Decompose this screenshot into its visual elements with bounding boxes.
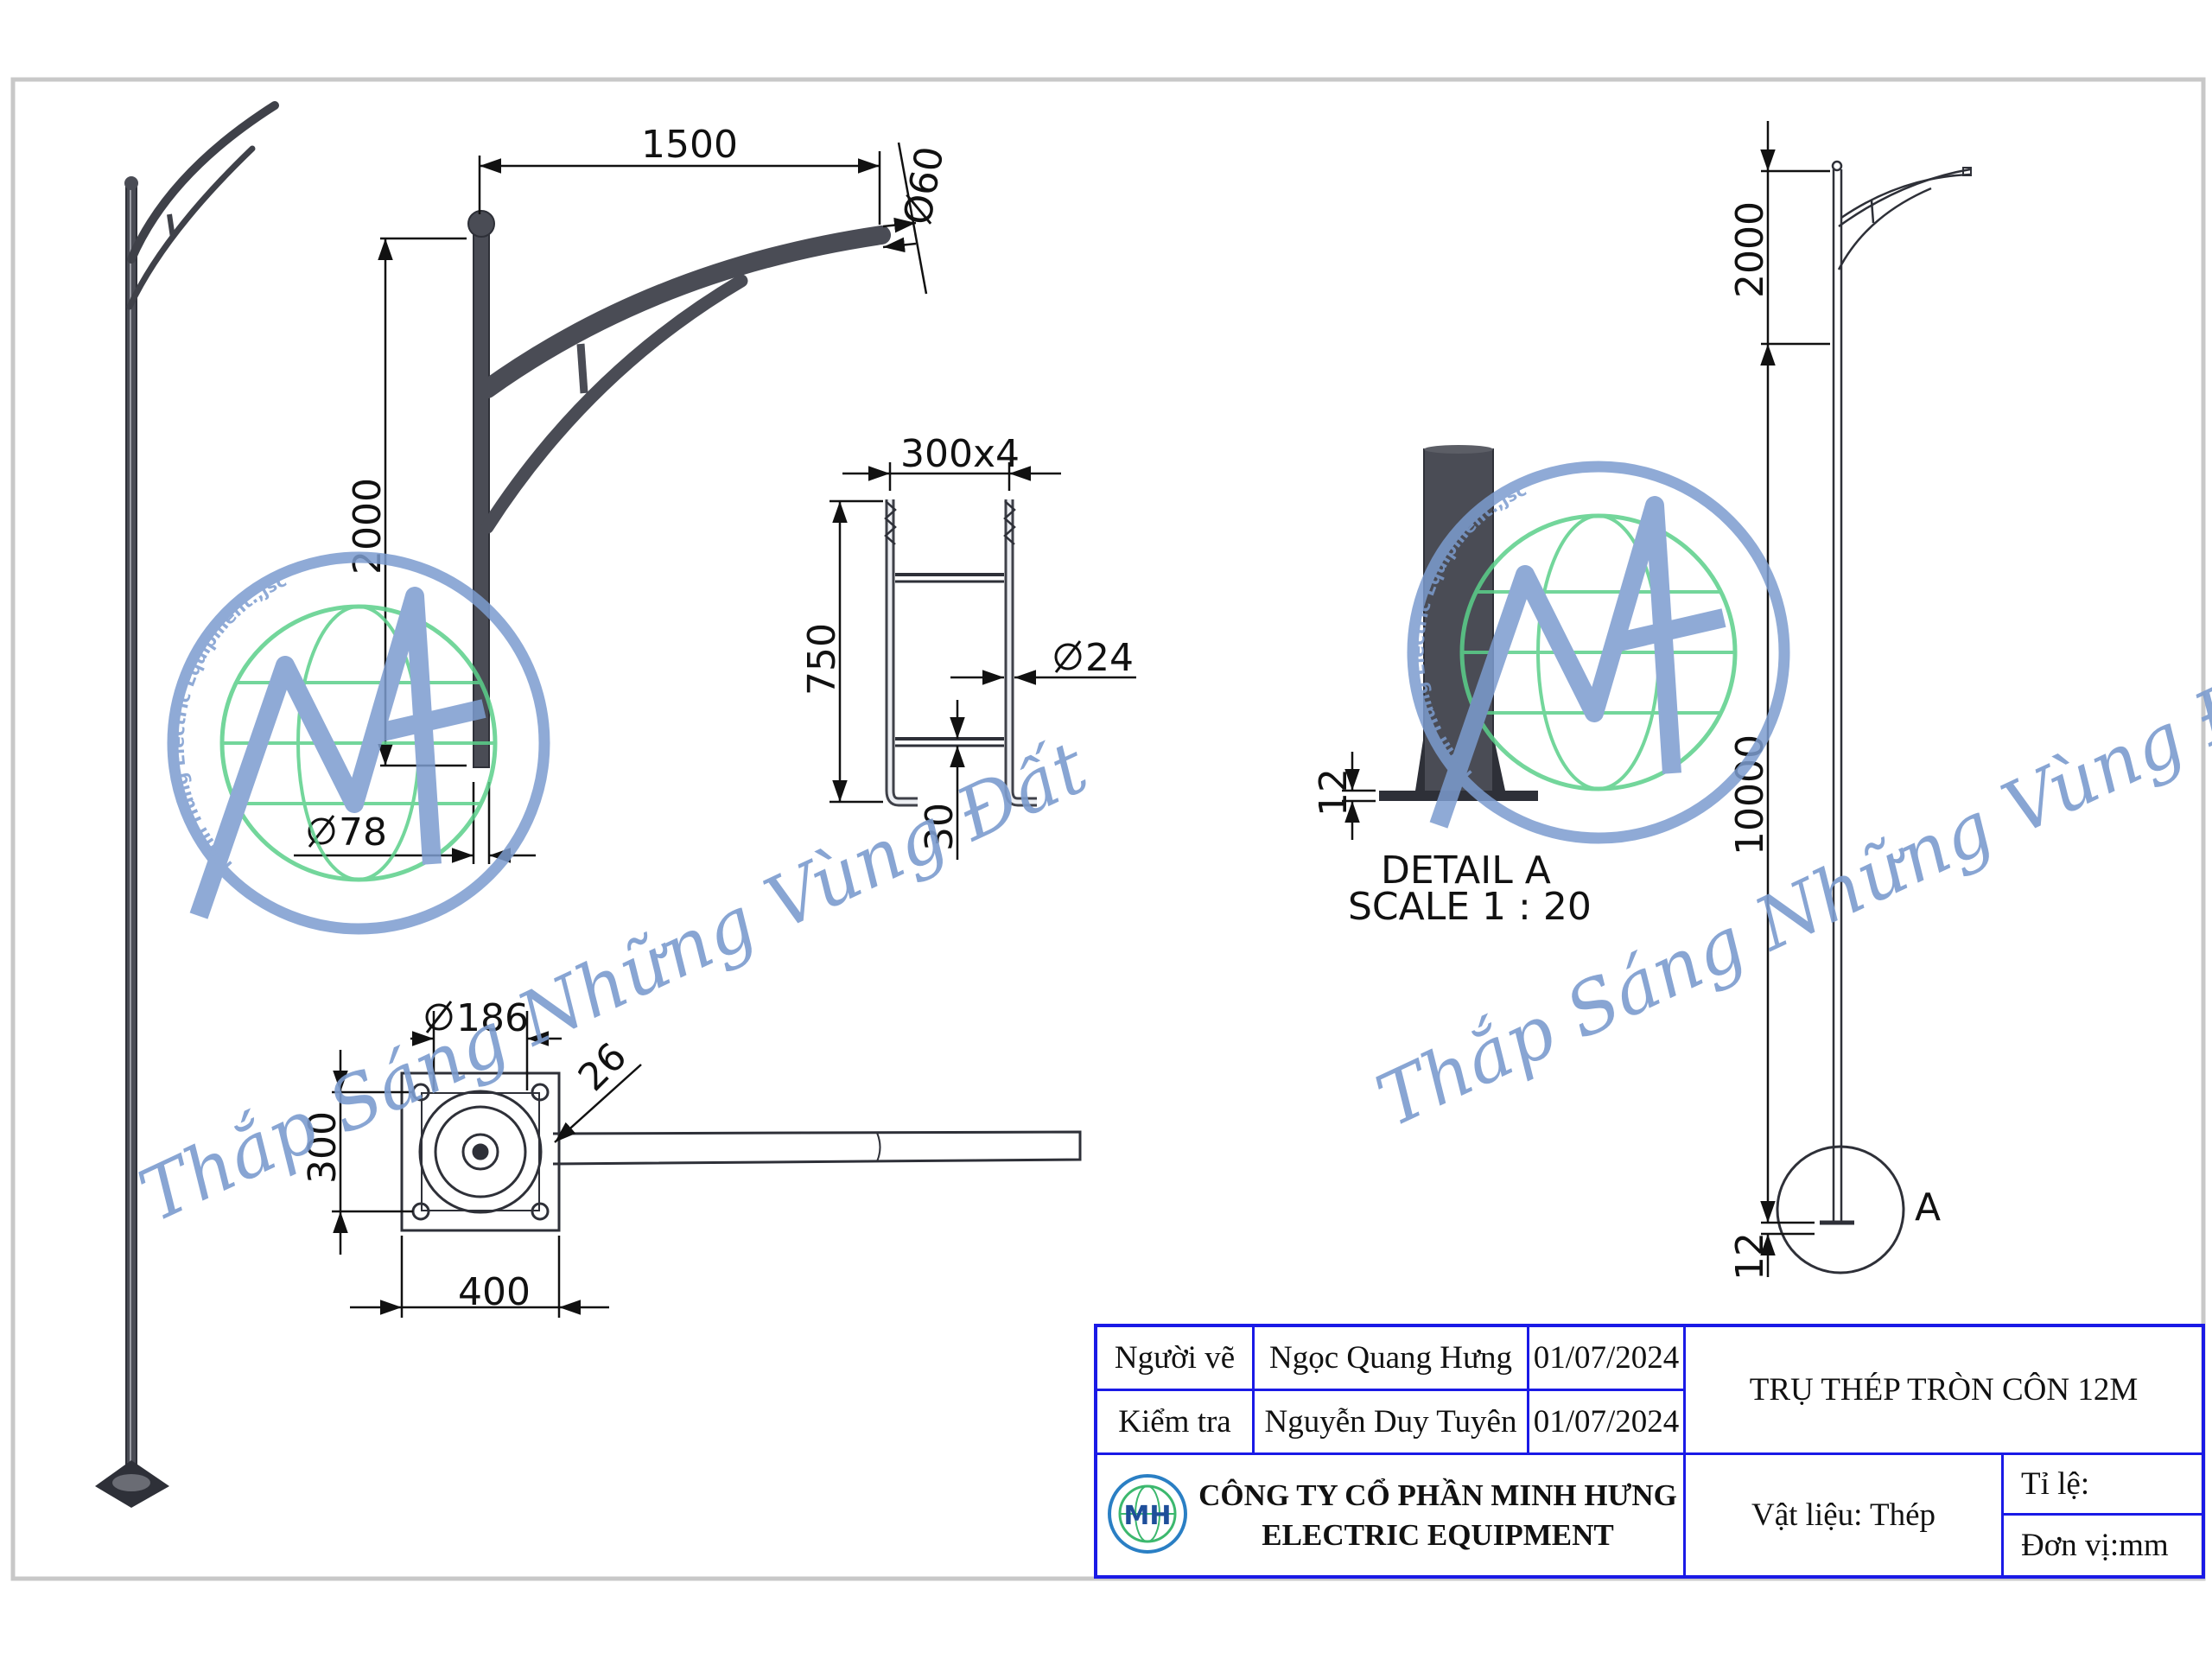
detail-a-callout-label: A <box>1915 1185 1941 1230</box>
detail-a-view <box>1379 445 1538 801</box>
detail-a-dimensions <box>1342 752 1376 840</box>
dim-elev-arm-height: 2000 <box>1728 201 1772 298</box>
company-logo: MH <box>1108 1474 1187 1554</box>
detail-a-scale: SCALE 1 : 20 <box>1348 885 1592 929</box>
dim-anchor-hook: 30 <box>918 803 962 851</box>
watermark-logo-left: Minh Hung Electric Equipment.,jsc <box>167 551 550 935</box>
front-elevation-view <box>1776 160 1972 1274</box>
company-logo-letters: MH <box>1124 1501 1172 1531</box>
dim-anchor-diameter: 24 <box>1085 636 1134 680</box>
anchor-cage-dimensions <box>830 462 1136 860</box>
base-plate-top-view <box>400 1071 1082 1232</box>
base-plate-dimensions <box>332 1011 642 1318</box>
dim-tip-diameter: Ø60 <box>896 143 953 228</box>
title-block: Người vẽ Ngọc Quang Hưng 01/07/2024 Kiểm… <box>1094 1324 2205 1579</box>
watermark-logo-right: Minh Hung Electric Equipment.,jsc <box>1407 461 1790 844</box>
dim-plate-width: 400 <box>458 1270 531 1314</box>
product-title: TRỤ THÉP TRÒN CÔN 12M <box>1686 1327 2202 1455</box>
company-cell: MH CÔNG TY CỔ PHẦN MINH HƯNG ELECTRIC EQ… <box>1097 1455 1686 1575</box>
company-name: CÔNG TY CỔ PHẦN MINH HƯNG ELECTRIC EQUIP… <box>1192 1455 1683 1575</box>
dim-elev-base: 12 <box>1728 1232 1772 1281</box>
material: Vật liệu: Thép <box>1686 1455 2004 1575</box>
dim-arm-reach: 1500 <box>641 123 738 167</box>
side-view-pole-arm <box>467 210 891 768</box>
isometric-pole-view <box>95 101 279 1508</box>
dim-plate-height: 300 <box>301 1111 345 1184</box>
detail-a-callout-circle <box>1776 1145 1905 1274</box>
drawn-by-label: Người vẽ <box>1097 1327 1255 1391</box>
dim-anchor-length: 750 <box>800 623 844 696</box>
dim-pole-top-diameter: 78 <box>339 810 387 855</box>
checked-by-label: Kiểm tra <box>1097 1391 1255 1455</box>
checked-by-name: Nguyễn Duy Tuyên <box>1255 1391 1529 1455</box>
front-elevation-dimensions <box>1760 121 1830 1277</box>
company-name-line1: CÔNG TY CỔ PHẦN MINH HƯNG <box>1198 1478 1677 1512</box>
dim-plate-offset: 26 <box>570 1034 636 1100</box>
unit-label: Đơn vị:mm <box>2021 1528 2169 1563</box>
dim-base-diameter: 186 <box>456 996 529 1040</box>
dim-pole-top-diameter-group: 78 <box>308 810 387 855</box>
dim-anchor-diameter-group: 24 <box>1054 636 1134 680</box>
dim-detail-plate-thickness: 12 <box>1312 768 1356 817</box>
drawn-date: 01/07/2024 <box>1529 1327 1686 1391</box>
checked-date: 01/07/2024 <box>1529 1391 1686 1455</box>
sheet-border <box>10 77 2206 1581</box>
drawn-by-name: Ngọc Quang Hưng <box>1255 1327 1529 1391</box>
company-name-line2: ELECTRIC EQUIPMENT <box>1262 1517 1614 1552</box>
detail-a-title: DETAIL A <box>1381 849 1551 893</box>
anchor-bolt-cage <box>884 499 1037 807</box>
dim-base-diameter-group: 186 <box>425 996 529 1040</box>
dim-anchor-bolt-spec: 300x4 <box>900 432 1020 476</box>
scale-label: Tỉ lệ: <box>2004 1455 2202 1516</box>
